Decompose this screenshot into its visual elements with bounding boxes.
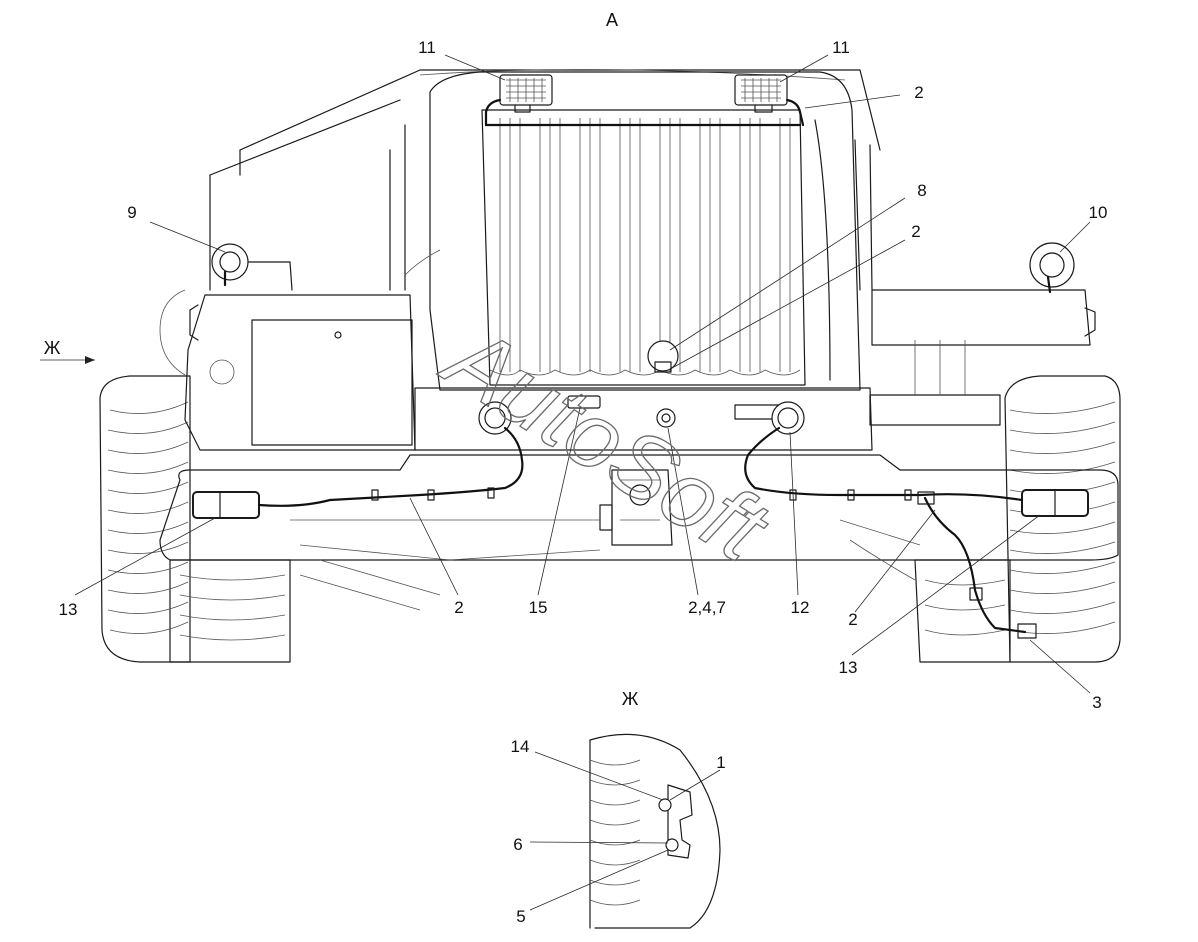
callout-13-left: 13 bbox=[59, 600, 78, 619]
left-side-panel bbox=[184, 294, 416, 451]
headlamp-left bbox=[478, 401, 512, 435]
front-hitch bbox=[599, 469, 673, 546]
callout-5: 5 bbox=[516, 907, 525, 926]
callout-2-4-7: 2,4,7 bbox=[688, 598, 726, 617]
callout-2-bottom-left: 2 bbox=[454, 598, 463, 617]
right-side-panel bbox=[869, 289, 1096, 426]
callout-3: 3 bbox=[1092, 693, 1101, 712]
turn-indicator-right bbox=[1021, 489, 1089, 517]
callout-10: 10 bbox=[1089, 203, 1108, 222]
callout-8: 8 bbox=[917, 181, 926, 200]
lamp-8 bbox=[647, 340, 679, 373]
view-direction-arrow bbox=[40, 356, 95, 364]
front-axle bbox=[290, 519, 921, 611]
callout-6: 6 bbox=[513, 835, 522, 854]
socket-2-4-7 bbox=[656, 408, 676, 428]
left-front-wheel bbox=[99, 375, 291, 663]
watermark: AutoSoft bbox=[426, 304, 786, 582]
callout-13-right: 13 bbox=[839, 658, 858, 677]
callout-1: 1 bbox=[716, 753, 725, 772]
work-light-right bbox=[734, 74, 805, 127]
callout-15: 15 bbox=[529, 598, 548, 617]
turn-indicator-left bbox=[192, 491, 260, 519]
callout-12: 12 bbox=[791, 598, 810, 617]
view-label-main: А bbox=[606, 10, 618, 30]
hood bbox=[404, 71, 861, 391]
right-front-wheel bbox=[914, 375, 1121, 663]
headlamp-right bbox=[771, 401, 805, 435]
callout-2-mid: 2 bbox=[911, 222, 920, 241]
lamp-10 bbox=[1029, 242, 1075, 294]
callout-2-bottom-right: 2 bbox=[848, 610, 857, 629]
lamp-9 bbox=[159, 243, 293, 376]
view-label-detail: Ж bbox=[622, 689, 639, 709]
view-arrow-label: Ж bbox=[44, 338, 61, 358]
callout-labels: А Ж Ж 11 11 2 9 10 8 2 13 2 15 2,4,7 12 … bbox=[44, 10, 1108, 926]
work-light-left bbox=[484, 74, 553, 127]
detail-view-zh bbox=[589, 733, 721, 929]
radiator-grille bbox=[499, 118, 791, 372]
wiring-harness bbox=[257, 123, 1037, 639]
callout-11-right: 11 bbox=[832, 38, 850, 57]
callout-11-left: 11 bbox=[418, 38, 436, 57]
leader-lines bbox=[74, 54, 1091, 911]
callout-9: 9 bbox=[127, 203, 136, 222]
callout-14: 14 bbox=[511, 737, 530, 756]
callout-2-top: 2 bbox=[914, 83, 923, 102]
